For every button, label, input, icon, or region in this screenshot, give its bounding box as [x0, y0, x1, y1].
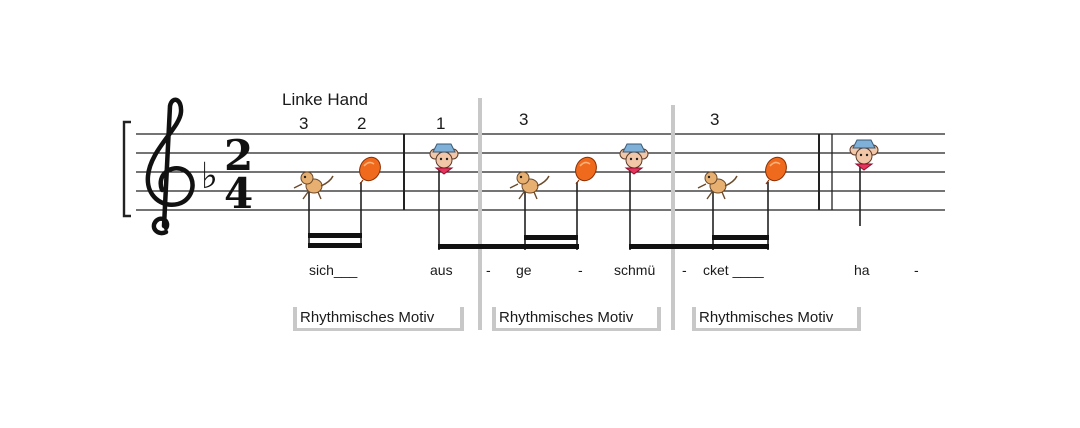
lyric-syllable: ha — [854, 262, 870, 278]
lyric-hyphen: - — [682, 262, 687, 278]
motif-label: Rhythmisches Motiv — [499, 309, 634, 326]
lyric-hyphen: - — [486, 262, 491, 278]
motif-bracket-3: Rhythmisches Motiv — [692, 307, 861, 331]
lyric-syllable: cket ____ — [703, 262, 764, 278]
time-signature-bottom: 4 — [224, 169, 253, 218]
monkey-note-icon — [509, 171, 550, 200]
beam — [712, 235, 769, 240]
hand-label: Linke Hand — [282, 90, 368, 109]
fingering-2: 2 — [357, 114, 366, 133]
fingering-3: 1 — [436, 114, 445, 133]
lyric-syllable: ge — [516, 262, 532, 278]
monkey-note-icon — [697, 171, 738, 200]
monkey-note-icon — [293, 171, 334, 200]
beam — [438, 244, 579, 249]
key-signature-flat: ♭ — [201, 156, 218, 197]
fingering-1: 3 — [299, 114, 308, 133]
beam — [524, 235, 578, 240]
lyric-hyphen: - — [578, 262, 583, 278]
balloon-note-icon — [355, 153, 385, 185]
motif-bracket-1: Rhythmisches Motiv — [293, 307, 464, 331]
motif-bracket-2: Rhythmisches Motiv — [492, 307, 661, 331]
beam — [308, 233, 362, 238]
balloon-note-icon — [571, 153, 601, 185]
motif-label: Rhythmisches Motiv — [300, 309, 435, 326]
motif-label: Rhythmisches Motiv — [699, 309, 834, 326]
mouse-note-icon — [619, 143, 649, 175]
note-beams — [308, 233, 769, 249]
treble-clef-icon — [145, 97, 195, 236]
fingering-4: 3 — [519, 110, 528, 129]
beam — [308, 243, 362, 248]
mouse-note-icon — [429, 143, 459, 175]
motif-separator-2 — [671, 105, 675, 330]
time-signature-top: 2 — [224, 131, 253, 180]
lyric-syllable: schmü — [614, 262, 655, 278]
lyric-syllable: sich___ — [309, 262, 357, 278]
mouse-note-icon — [849, 139, 879, 171]
balloon-note-icon — [761, 153, 791, 185]
motif-separator-1 — [478, 98, 482, 330]
system-bracket — [122, 120, 131, 218]
staff — [136, 133, 945, 211]
lyric-syllable: aus — [430, 262, 453, 278]
fingering-5: 3 — [710, 110, 719, 129]
lyric-hyphen: - — [914, 262, 919, 278]
beam — [629, 244, 769, 249]
